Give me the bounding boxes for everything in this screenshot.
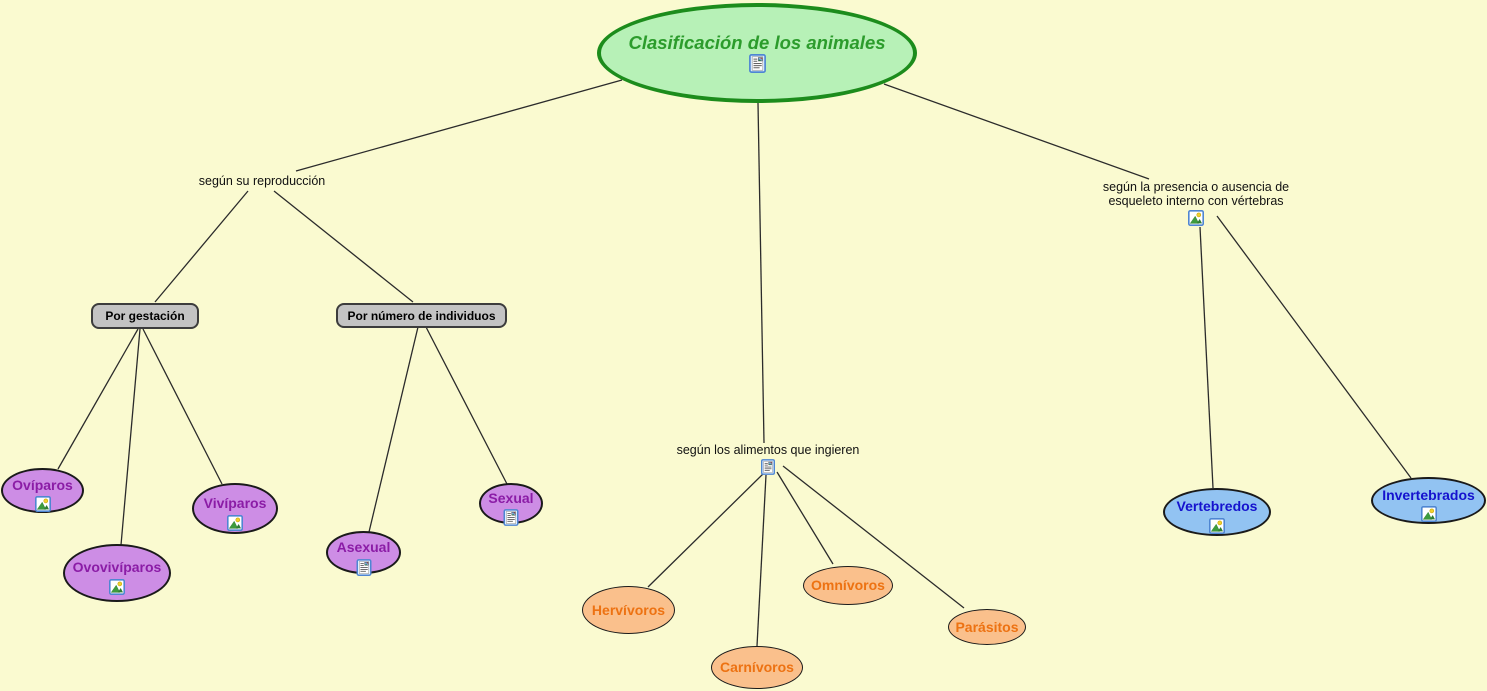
document-icon[interactable] bbox=[761, 459, 775, 475]
label-segun-alimentos[interactable]: según los alimentos que ingieren bbox=[668, 443, 868, 475]
node-label: Carnívoros bbox=[720, 659, 794, 676]
node-sexual[interactable]: Sexual bbox=[479, 483, 543, 524]
edge-esqueleto-vertebredos bbox=[1199, 226, 1214, 489]
label-text: según los alimentos que ingieren bbox=[676, 443, 860, 457]
node-por-numero-de-individuos[interactable]: Por número de individuos bbox=[336, 303, 507, 328]
node-hervivoros[interactable]: Hervívoros bbox=[582, 586, 675, 634]
node-label: Sexual bbox=[488, 489, 534, 506]
node-vertebredos[interactable]: Vertebredos bbox=[1163, 488, 1271, 536]
node-asexual[interactable]: Asexual bbox=[326, 531, 401, 574]
picture-icon[interactable] bbox=[109, 579, 125, 595]
edge-alimentos-carnivoros bbox=[756, 474, 767, 647]
edge-title-esqueleto bbox=[883, 83, 1150, 180]
label-segun-reproduccion[interactable]: según su reproducción bbox=[182, 174, 342, 188]
edge-title-reproduccion bbox=[295, 79, 623, 172]
document-icon[interactable] bbox=[504, 509, 519, 526]
node-oviparos[interactable]: Ovíparos bbox=[1, 468, 84, 513]
node-por-gestacion[interactable]: Por gestación bbox=[91, 303, 199, 329]
document-icon[interactable] bbox=[356, 559, 371, 576]
edge-gestacion-oviparos bbox=[57, 328, 139, 470]
edge-gestacion-viviparos bbox=[142, 328, 223, 485]
edge-alimentos-parasitos bbox=[782, 465, 965, 609]
node-ovoviviparos[interactable]: Ovovivíparos bbox=[63, 544, 171, 602]
edge-title-alimentos bbox=[757, 102, 765, 444]
node-label: Por gestación bbox=[105, 309, 185, 323]
node-carnivoros[interactable]: Carnívoros bbox=[711, 646, 803, 689]
label-text-line2: esqueleto interno con vértebras bbox=[1108, 194, 1284, 208]
node-omnivoros[interactable]: Omnívoros bbox=[803, 566, 893, 605]
node-label: Parásitos bbox=[955, 618, 1019, 635]
picture-icon[interactable] bbox=[1421, 506, 1437, 522]
node-viviparos[interactable]: Vivíparos bbox=[192, 483, 278, 534]
picture-icon[interactable] bbox=[1209, 518, 1225, 534]
node-label: Hervívoros bbox=[591, 601, 666, 618]
node-label: Ovíparos bbox=[12, 476, 73, 493]
node-label: Ovovivíparos bbox=[72, 559, 162, 576]
node-clasificacion-animales[interactable]: Clasificación de los animales bbox=[597, 3, 917, 103]
edge-reproduccion-gestacion bbox=[154, 190, 249, 303]
node-label: Por número de individuos bbox=[347, 308, 496, 323]
label-segun-esqueleto[interactable]: según la presencia o ausencia de esquele… bbox=[1086, 180, 1306, 226]
document-icon[interactable] bbox=[749, 54, 766, 73]
node-label: Asexual bbox=[336, 538, 391, 555]
node-label: Vertebredos bbox=[1176, 498, 1258, 515]
label-text: según su reproducción bbox=[198, 174, 326, 188]
picture-icon[interactable] bbox=[227, 515, 243, 531]
edge-numero-asexual bbox=[368, 326, 419, 533]
picture-icon[interactable] bbox=[35, 496, 51, 512]
edge-gestacion-ovoviviparos bbox=[120, 328, 141, 546]
node-label: Vivíparos bbox=[203, 494, 267, 511]
label-text-line1: según la presencia o ausencia de bbox=[1102, 180, 1290, 194]
node-label: Omnívoros bbox=[811, 577, 885, 594]
node-label: Invertebrados bbox=[1382, 486, 1475, 503]
edge-alimentos-hervivoros bbox=[647, 473, 764, 588]
node-label: Clasificación de los animales bbox=[628, 31, 886, 53]
edge-reproduccion-numero bbox=[273, 190, 414, 303]
edge-alimentos-omnivoros bbox=[776, 471, 834, 565]
node-invertebrados[interactable]: Invertebrados bbox=[1371, 477, 1486, 524]
node-parasitos[interactable]: Parásitos bbox=[948, 609, 1026, 645]
edge-numero-sexual bbox=[425, 326, 508, 485]
edge-esqueleto-invertebrados bbox=[1216, 215, 1412, 479]
picture-icon[interactable] bbox=[1188, 210, 1204, 226]
